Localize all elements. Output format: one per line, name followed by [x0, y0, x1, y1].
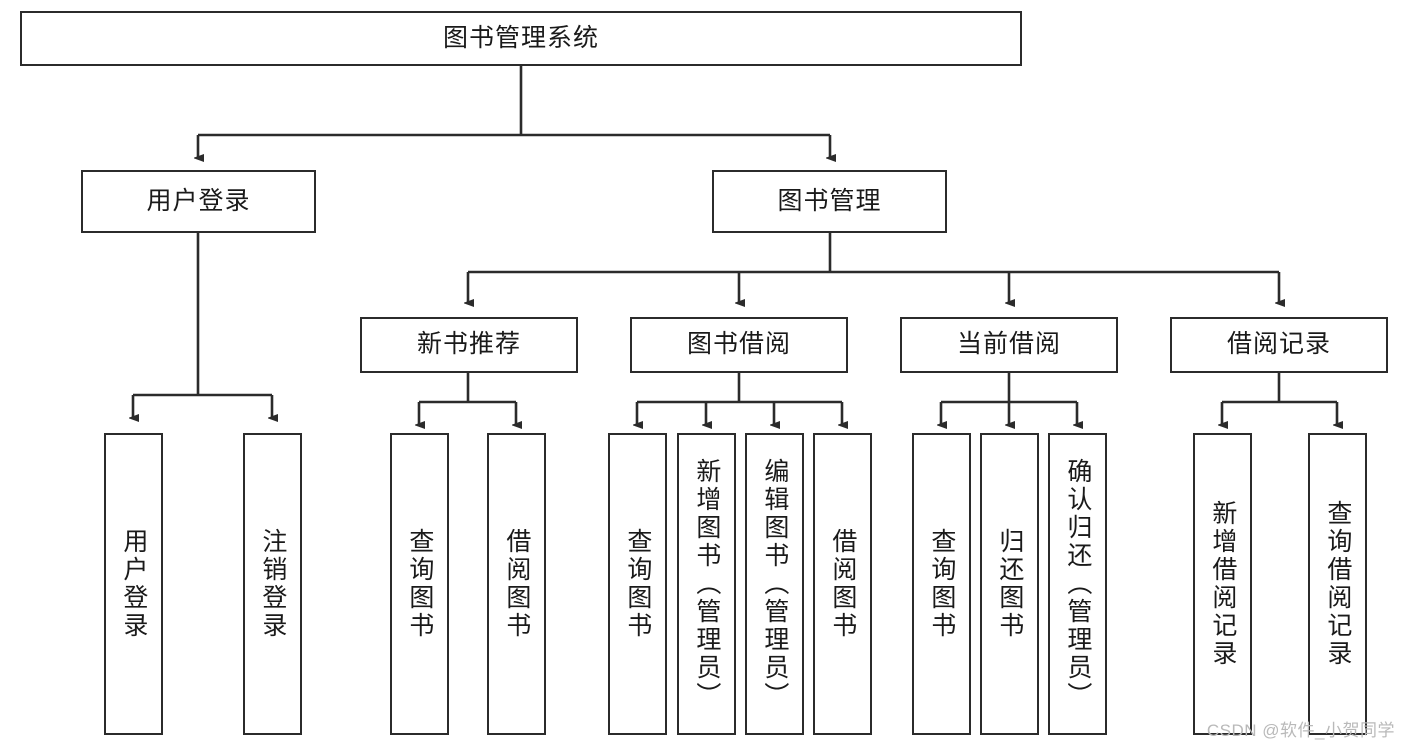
leaf-book-borrow-edit-book-admin[interactable]: 编辑图书（管理员） — [745, 433, 804, 735]
node-label: 注销登录 — [258, 528, 287, 640]
node-label: 新增图书（管理员） — [692, 458, 721, 710]
leaf-book-borrow-add-book-admin[interactable]: 新增图书（管理员） — [677, 433, 736, 735]
node-book-borrow[interactable]: 图书借阅 — [630, 317, 848, 373]
node-label: 用户登录 — [146, 186, 251, 215]
leaf-user-login-login[interactable]: 用户登录 — [104, 433, 163, 735]
node-current-borrow[interactable]: 当前借阅 — [900, 317, 1118, 373]
node-borrow-records[interactable]: 借阅记录 — [1170, 317, 1388, 373]
node-label: 查询图书 — [405, 528, 434, 640]
node-label: 新书推荐 — [416, 330, 521, 359]
node-label: 查询图书 — [927, 528, 956, 640]
leaf-book-borrow-query-book[interactable]: 查询图书 — [608, 433, 667, 735]
leaf-current-borrow-confirm-return-admin[interactable]: 确认归还（管理员） — [1048, 433, 1107, 735]
node-label: 图书管理系统 — [442, 23, 599, 52]
leaf-new-book-query-book[interactable]: 查询图书 — [390, 433, 449, 735]
node-label: 确认归还（管理员） — [1063, 458, 1092, 710]
node-book-management[interactable]: 图书管理 — [712, 170, 947, 233]
node-label: 借阅图书 — [828, 528, 857, 640]
node-label: 借阅记录 — [1226, 330, 1331, 359]
node-label: 归还图书 — [995, 528, 1024, 640]
leaf-user-login-logout[interactable]: 注销登录 — [243, 433, 302, 735]
leaf-new-book-borrow-book[interactable]: 借阅图书 — [487, 433, 546, 735]
node-label: 编辑图书（管理员） — [760, 458, 789, 710]
node-root-book-management-system[interactable]: 图书管理系统 — [20, 11, 1022, 66]
node-label: 图书借阅 — [686, 330, 791, 359]
node-label: 借阅图书 — [502, 528, 531, 640]
node-label: 查询借阅记录 — [1323, 500, 1352, 668]
leaf-book-borrow-borrow-book[interactable]: 借阅图书 — [813, 433, 872, 735]
node-new-book-recommendation[interactable]: 新书推荐 — [360, 317, 578, 373]
node-label: 查询图书 — [623, 528, 652, 640]
leaf-current-borrow-query-book[interactable]: 查询图书 — [912, 433, 971, 735]
node-user-login[interactable]: 用户登录 — [81, 170, 316, 233]
node-label: 新增借阅记录 — [1208, 500, 1237, 668]
node-label: 图书管理 — [777, 186, 882, 215]
csdn-watermark: CSDN @软件_小贺同学 — [1206, 721, 1395, 740]
node-label: 当前借阅 — [956, 330, 1061, 359]
node-label: 用户登录 — [119, 528, 148, 640]
leaf-current-borrow-return-book[interactable]: 归还图书 — [980, 433, 1039, 735]
leaf-borrow-records-query-record[interactable]: 查询借阅记录 — [1308, 433, 1367, 735]
leaf-borrow-records-add-record[interactable]: 新增借阅记录 — [1193, 433, 1252, 735]
